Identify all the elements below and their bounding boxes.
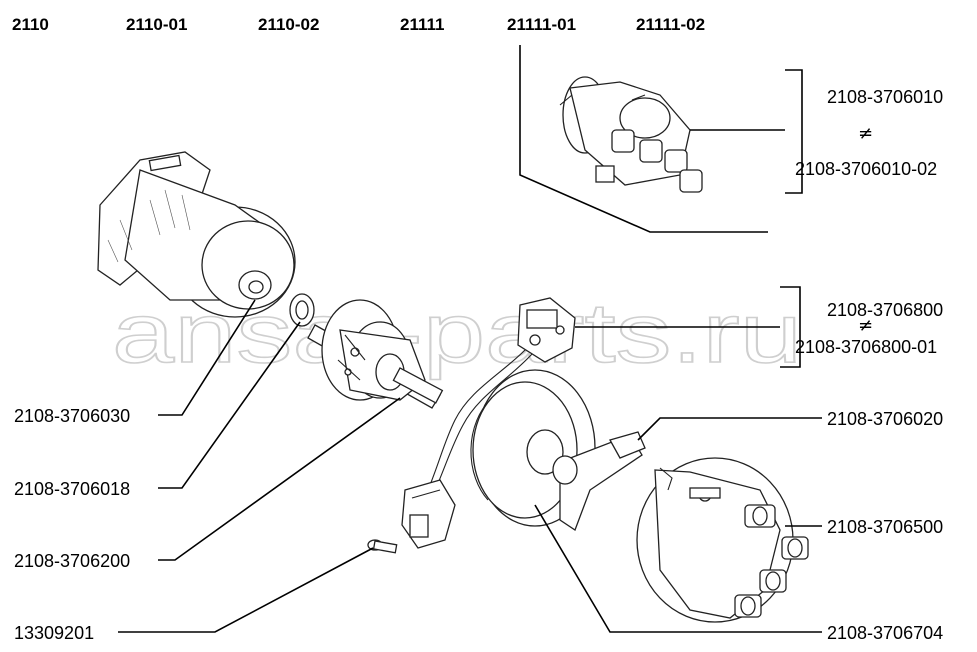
label-sensor-a: 2108-3706800 bbox=[827, 300, 943, 320]
screw-drawing bbox=[367, 539, 398, 554]
rotor-drawing bbox=[552, 431, 646, 531]
label-sensor-neq: ≠ bbox=[858, 315, 873, 336]
leader-lines bbox=[118, 45, 822, 633]
label-3706704: 2108-3706704 bbox=[827, 623, 943, 643]
washer-drawing bbox=[289, 293, 315, 327]
label-3706018: 2108-3706018 bbox=[14, 479, 130, 499]
label-cap-group-b: 2108-3706010-02 bbox=[795, 159, 937, 179]
model-2110-02: 2110-02 bbox=[258, 15, 319, 34]
label-3706200: 2108-3706200 bbox=[14, 551, 130, 571]
hall-sensor-drawing bbox=[429, 297, 576, 489]
label-3706020: 2108-3706020 bbox=[827, 409, 943, 429]
model-21111-02: 21111-02 bbox=[636, 15, 705, 34]
shaft-assembly-drawing bbox=[307, 299, 444, 409]
complete-distributor-drawing bbox=[559, 76, 703, 193]
distributor-housing-drawing bbox=[97, 151, 296, 318]
label-3706500: 2108-3706500 bbox=[827, 517, 943, 537]
label-3706030: 2108-3706030 bbox=[14, 406, 130, 426]
label-cap-group-neq: ≠ bbox=[858, 123, 873, 144]
distributor-cap-drawing bbox=[636, 457, 809, 623]
label-sensor-b: 2108-3706800-01 bbox=[795, 337, 937, 357]
model-2110-01: 2110-01 bbox=[126, 15, 187, 34]
model-21111: 21111 bbox=[400, 15, 444, 34]
connector-drawing bbox=[401, 479, 456, 549]
model-2110: 2110 bbox=[12, 15, 49, 34]
label-13309201: 13309201 bbox=[14, 623, 94, 643]
model-21111-01: 21111-01 bbox=[507, 15, 576, 34]
label-cap-group-a: 2108-3706010 bbox=[827, 87, 943, 107]
